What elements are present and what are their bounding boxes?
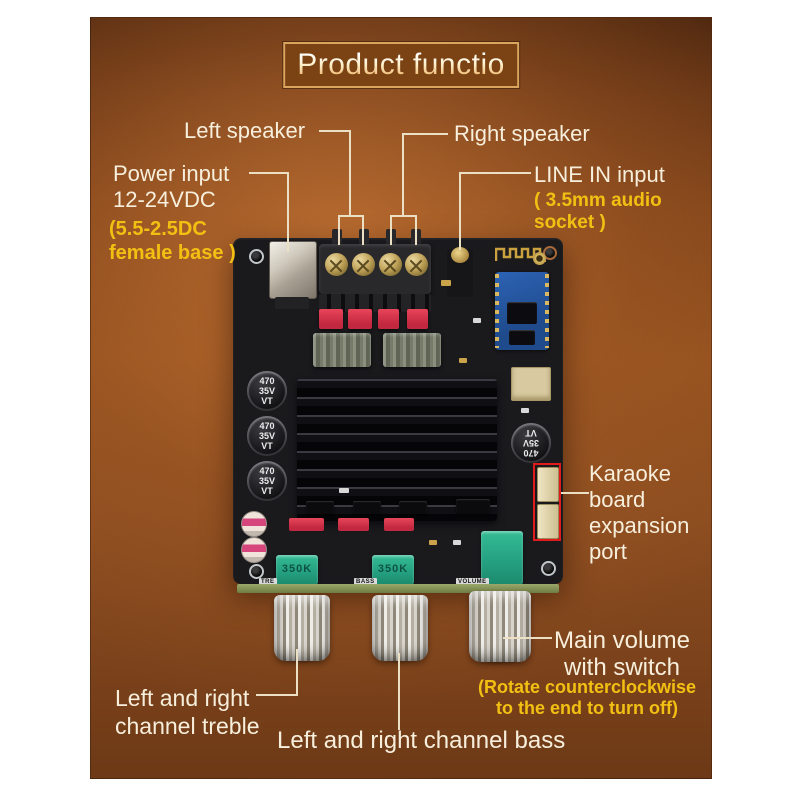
terminal-lower-slots xyxy=(319,294,431,312)
dc-jack-base xyxy=(275,297,309,309)
bass-knob xyxy=(372,595,428,661)
heatsink xyxy=(297,379,497,521)
note-line-in: ( 3.5mm audio socket ) xyxy=(534,190,662,233)
film-capacitor xyxy=(348,309,372,329)
callout-line-line-in xyxy=(459,172,531,174)
callout-line-power xyxy=(287,172,289,252)
terminal-tab xyxy=(359,229,369,245)
expansion-connector xyxy=(537,467,559,502)
label-left-speaker: Left speaker xyxy=(184,118,306,143)
smd-component xyxy=(429,540,437,545)
callout-line-left-speaker xyxy=(349,130,351,217)
callout-line-line-in xyxy=(459,172,461,250)
ic-chip xyxy=(399,501,427,514)
callout-line-right-speaker xyxy=(404,133,448,135)
film-capacitor xyxy=(338,518,369,531)
pot-value: 350K xyxy=(281,563,313,575)
terminal-screw xyxy=(405,253,428,276)
label-karaoke-port: Karaoke board expansion port xyxy=(589,461,690,564)
page-title: Product functio xyxy=(297,48,505,81)
callout-bracket-left-speaker xyxy=(338,215,364,245)
product-photo: Product functio 470 35 xyxy=(90,17,712,779)
callout-line-karaoke xyxy=(561,492,589,494)
capacitor-label: 470 35V VT xyxy=(258,376,275,406)
treble-potentiometer: 350K xyxy=(276,555,318,585)
bass-potentiometer: 350K xyxy=(372,555,414,585)
castellated-edge xyxy=(545,274,549,348)
film-capacitor xyxy=(289,518,324,531)
label-bass: Left and right channel bass xyxy=(277,727,566,754)
callout-line-bass xyxy=(398,653,400,730)
castellated-edge xyxy=(495,274,499,348)
inductor xyxy=(383,333,441,367)
volume-knob xyxy=(469,591,531,662)
silkscreen-tre: TRE xyxy=(259,578,277,586)
capacitor-label: 470 35V VT xyxy=(258,421,275,451)
small-capacitor xyxy=(241,511,267,537)
terminal-screw xyxy=(352,253,375,276)
callout-line-treble xyxy=(296,649,298,696)
mounting-hole xyxy=(541,561,556,576)
mounting-hole xyxy=(249,249,264,264)
dc-power-jack xyxy=(269,241,317,299)
bluetooth-module xyxy=(495,272,549,350)
inductor xyxy=(313,333,371,367)
smd-component xyxy=(453,540,461,545)
relay xyxy=(511,367,551,401)
treble-knob xyxy=(274,595,330,661)
highlight-box xyxy=(533,463,561,541)
label-main-volume: Main volume with switch xyxy=(553,627,691,681)
smd-component xyxy=(459,358,467,363)
pot-value: 350K xyxy=(377,563,409,575)
silkscreen-volume: VOLUME xyxy=(456,578,489,586)
label-right-speaker: Right speaker xyxy=(454,121,590,146)
antenna-trace xyxy=(495,247,546,262)
callout-line-power xyxy=(249,172,289,174)
terminal-screw xyxy=(325,253,348,276)
smd-component xyxy=(441,280,451,286)
volume-potentiometer xyxy=(481,531,523,585)
film-capacitor xyxy=(384,518,414,531)
note-main-volume: (Rotate counterclockwise to the end to t… xyxy=(477,677,697,718)
callout-bracket-right-speaker xyxy=(390,215,417,245)
label-power-input: Power input 12-24VDC xyxy=(113,161,230,212)
capacitor-label: 470 35V VT xyxy=(522,428,539,458)
title-banner: Product functio xyxy=(282,41,520,89)
silkscreen-bass: BASS xyxy=(354,578,377,586)
mounting-hole xyxy=(249,564,264,579)
ic-chip xyxy=(353,501,381,514)
bluetooth-chip xyxy=(507,302,537,324)
terminal-tab xyxy=(332,229,342,245)
smd-component xyxy=(473,318,481,323)
note-power-input: (5.5-2.5DC female base ) xyxy=(109,218,236,264)
electrolytic-capacitor: 470 35V VT xyxy=(247,461,287,501)
bluetooth-chip xyxy=(509,330,535,345)
film-capacitor xyxy=(319,309,343,329)
small-capacitor xyxy=(241,537,267,563)
smd-component xyxy=(521,408,529,413)
callout-line-right-speaker xyxy=(402,133,404,217)
expansion-connector xyxy=(537,504,559,539)
electrolytic-capacitor: 470 35V VT xyxy=(247,416,287,456)
audio-jack-nut xyxy=(451,247,469,263)
callout-line-left-speaker xyxy=(319,130,351,132)
label-treble: Left and right channel treble xyxy=(115,685,260,739)
callout-line-treble xyxy=(256,694,298,696)
ipex-antenna-connector xyxy=(533,252,546,265)
film-capacitor xyxy=(407,309,428,329)
electrolytic-capacitor: 470 35V VT xyxy=(511,423,551,463)
ic-chip xyxy=(306,501,334,514)
speaker-terminal-block xyxy=(319,244,431,294)
callout-line-volume xyxy=(503,637,552,639)
capacitor-label: 470 35V VT xyxy=(258,466,275,496)
electrolytic-capacitor: 470 35V VT xyxy=(247,371,287,411)
film-capacitor xyxy=(378,309,399,329)
ic-chip xyxy=(456,499,490,513)
smd-component xyxy=(339,488,349,493)
terminal-screw xyxy=(379,253,402,276)
label-line-in: LINE IN input xyxy=(534,162,665,187)
pcb-edge xyxy=(237,584,559,593)
